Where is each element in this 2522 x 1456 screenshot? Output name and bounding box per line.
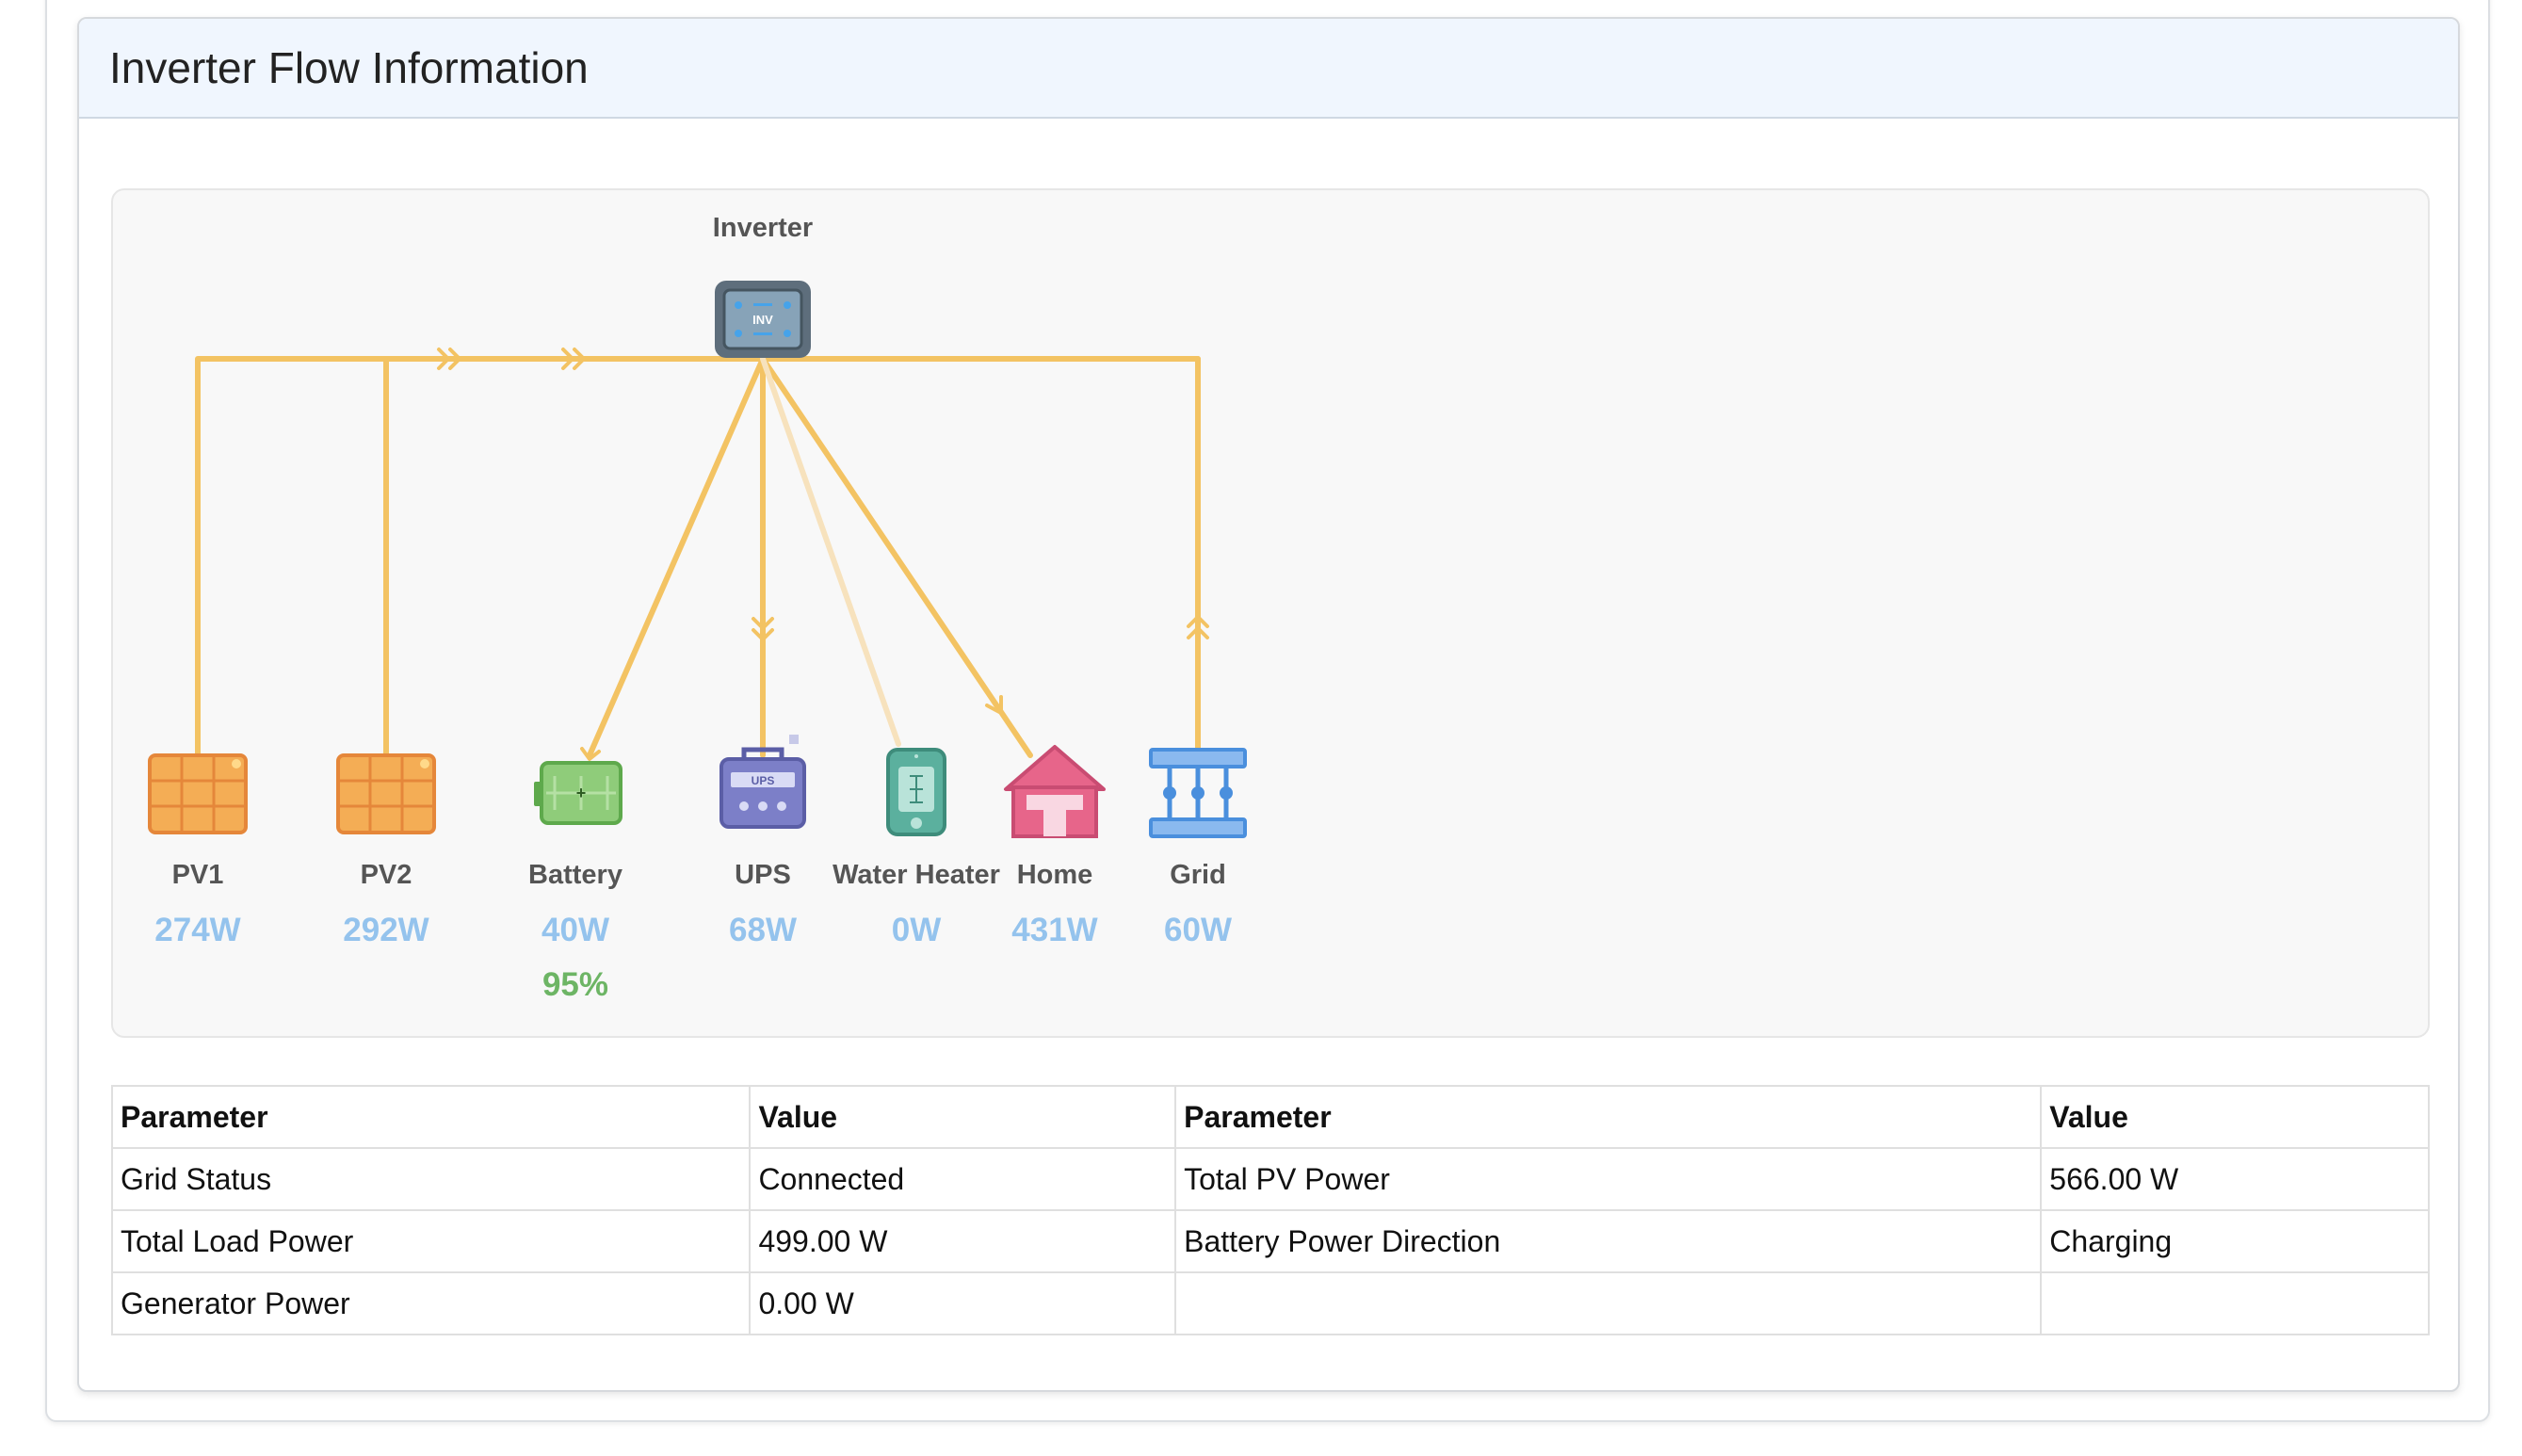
inverter-badge: INV (752, 313, 773, 327)
table-cell (2040, 1271, 2430, 1335)
inverter-label: Inverter (713, 213, 813, 243)
node-power-water-heater: 0W (892, 912, 942, 948)
arrow-icon (752, 628, 774, 641)
node-label-pv2: PV2 (361, 860, 412, 890)
table-cell: Connected (749, 1147, 1177, 1211)
flow-line-home (760, 356, 1033, 758)
solar-panel-icon (336, 753, 436, 834)
arrow-icon (752, 617, 774, 630)
node-power-home: 431W (1011, 912, 1097, 948)
arrow-icon (573, 348, 586, 370)
table-row: Grid Status Connected Total PV Power 566… (110, 1147, 2430, 1211)
node-label-battery: Battery (528, 860, 622, 890)
card-header: Inverter Flow Information (79, 19, 2458, 119)
arrow-icon (437, 348, 450, 370)
table-cell: 566.00 W (2040, 1147, 2430, 1211)
inverter-icon: INV (715, 281, 811, 358)
column-header-value: Value (2040, 1085, 2430, 1149)
arrow-icon (561, 348, 574, 370)
table-cell: 0.00 W (749, 1271, 1177, 1335)
home-icon (1004, 745, 1106, 838)
table-cell: Total PV Power (1174, 1147, 2043, 1211)
flow-arrows (437, 348, 1209, 761)
table-cell: Generator Power (110, 1271, 752, 1335)
flow-line-battery (587, 356, 766, 758)
battery-soc: 95% (542, 966, 608, 1003)
table-row: Generator Power 0.00 W (110, 1271, 2430, 1335)
node-power-pv2: 292W (343, 912, 428, 948)
solar-panel-icon (148, 753, 248, 834)
arrow-icon (580, 747, 601, 761)
arrow-icon (985, 695, 1003, 715)
arrow-icon (1187, 626, 1209, 639)
table-cell: Charging (2040, 1209, 2430, 1273)
flow-lines (195, 356, 1201, 758)
parameter-table: Parameter Value Parameter Value Grid Sta… (110, 1085, 2430, 1335)
table-cell: Total Load Power (110, 1209, 752, 1273)
water-heater-icon (886, 748, 946, 836)
table-cell: 499.00 W (749, 1209, 1177, 1273)
node-label-grid: Grid (1170, 860, 1226, 890)
grid-tower-icon (1149, 748, 1247, 838)
node-power-pv1: 274W (154, 912, 240, 948)
ups-badge: UPS (752, 774, 775, 787)
flow-diagram-svg: Inverter INV PV1 2 (148, 213, 1247, 1003)
table-row: Total Load Power 499.00 W Battery Power … (110, 1209, 2430, 1273)
column-header-parameter: Parameter (110, 1085, 752, 1149)
node-label-home: Home (1017, 860, 1093, 890)
column-header-parameter: Parameter (1174, 1085, 2043, 1149)
table-cell: Battery Power Direction (1174, 1209, 2043, 1273)
node-label-water-heater: Water Heater (833, 860, 1000, 890)
arrow-icon (448, 348, 461, 370)
table-cell: Grid Status (110, 1147, 752, 1211)
battery-icon: + (534, 761, 622, 825)
node-power-ups: 68W (729, 912, 797, 948)
battery-plus-sign: + (576, 784, 587, 802)
flow-line-water-heater (760, 356, 901, 747)
inverter-flow-card: Inverter Flow Information (77, 17, 2460, 1392)
node-power-grid: 60W (1164, 912, 1232, 948)
arrow-icon (1187, 615, 1209, 628)
card-title: Inverter Flow Information (109, 43, 589, 92)
ups-icon: UPS (719, 735, 806, 829)
flow-diagram: Inverter INV PV1 2 (111, 188, 2430, 1038)
node-label-pv1: PV1 (172, 860, 224, 890)
node-label-ups: UPS (735, 860, 791, 890)
table-cell (1174, 1271, 2043, 1335)
table-header-row: Parameter Value Parameter Value (110, 1085, 2430, 1149)
column-header-value: Value (749, 1085, 1177, 1149)
node-power-battery: 40W (542, 912, 609, 948)
